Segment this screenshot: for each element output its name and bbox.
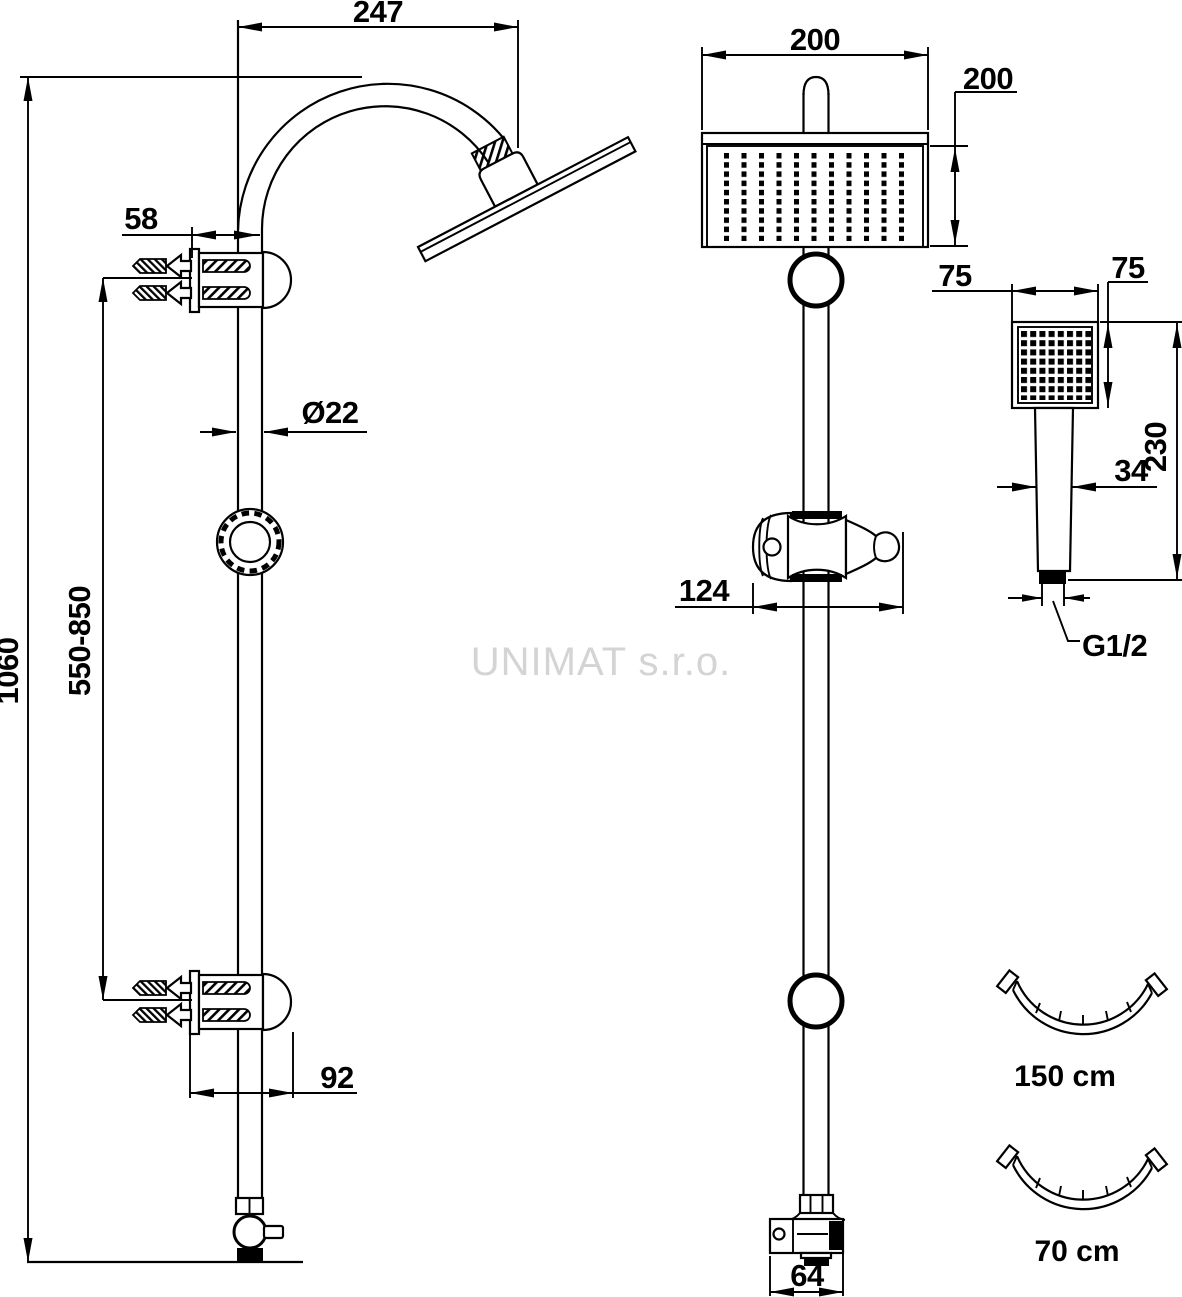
watermark-text: UNIMAT s.r.o. bbox=[471, 640, 731, 684]
hand-shower-view bbox=[1010, 320, 1100, 584]
dim-hand-head-width: 75 bbox=[938, 258, 972, 293]
dim-bracket-depth: 92 bbox=[320, 1060, 353, 1095]
side-view-dimensions: 247 1060 550-850 58 Ø22 92 bbox=[0, 0, 519, 1262]
diverter-valve bbox=[768, 1193, 846, 1266]
overhead-shower-side bbox=[416, 135, 637, 263]
dim-adjustable-range: 550-850 bbox=[62, 586, 97, 696]
side-view bbox=[27, 20, 637, 1264]
hose-70 bbox=[996, 1144, 1168, 1211]
upper-wall-bracket bbox=[131, 247, 293, 314]
dim-thread-size: G1/2 bbox=[1082, 628, 1147, 663]
hand-nozzle-grid bbox=[1021, 331, 1091, 400]
shower-arm-curve bbox=[236, 82, 506, 231]
hose-70-label: 70 cm bbox=[1034, 1235, 1119, 1268]
hose-150-label: 150 cm bbox=[1014, 1060, 1116, 1093]
dim-diverter-width: 64 bbox=[790, 1258, 825, 1293]
dim-hand-length: 230 bbox=[1138, 422, 1173, 472]
dim-hand-head-height: 75 bbox=[1111, 250, 1145, 285]
hose-150 bbox=[996, 969, 1168, 1036]
dim-holder-length: 124 bbox=[679, 573, 730, 608]
rain-head-front bbox=[700, 131, 930, 249]
hand-shower-handle bbox=[1033, 406, 1075, 573]
hand-shower-connector bbox=[1039, 571, 1066, 584]
upper-joint bbox=[787, 251, 845, 309]
dim-bracket-offset: 58 bbox=[124, 201, 158, 236]
inlet-valve-side bbox=[232, 1196, 285, 1262]
dim-head-width: 200 bbox=[790, 22, 840, 57]
front-view bbox=[700, 75, 930, 1266]
dim-head-depth: 200 bbox=[963, 61, 1013, 96]
lower-joint bbox=[787, 972, 845, 1030]
dim-pipe-diameter: Ø22 bbox=[301, 395, 358, 430]
dim-total-height: 1060 bbox=[0, 638, 25, 705]
hand-shower-dimensions: 75 75 230 34 G1/2 bbox=[932, 250, 1182, 663]
hoses: 150 cm 70 cm bbox=[996, 969, 1168, 1268]
dim-handle-width: 34 bbox=[1114, 453, 1149, 488]
dim-arm-reach: 247 bbox=[353, 0, 403, 29]
nozzle-grid bbox=[724, 153, 905, 241]
front-view-dimensions: 200 200 124 64 bbox=[675, 22, 1017, 1297]
lock-ring bbox=[215, 507, 285, 577]
lower-wall-bracket bbox=[131, 969, 293, 1036]
handset-holder bbox=[751, 511, 901, 583]
